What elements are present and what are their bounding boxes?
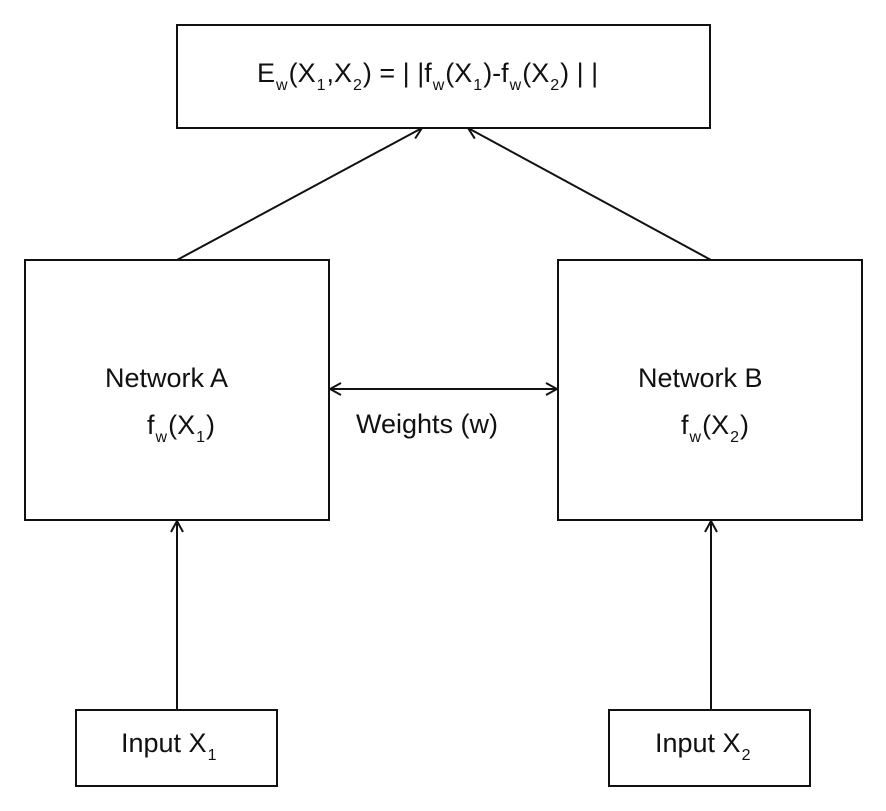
energy-subscript: w <box>276 77 288 94</box>
energy-symbol: E <box>257 58 276 88</box>
energy-formula: Ew(X1,X2) = | |fw(X1)-fw(X2) | | <box>257 58 599 94</box>
function-subscript: 2 <box>730 429 739 446</box>
input-2-label: Input X2 <box>655 728 751 764</box>
function-part: (X <box>168 410 196 440</box>
network-b-function: fw(X2) <box>681 410 749 446</box>
arrow-network-b-to-energy <box>468 128 712 261</box>
formula-subscript: 1 <box>316 77 326 94</box>
network-a-function: fw(X1) <box>147 410 215 446</box>
network-b-box <box>557 259 863 521</box>
input-1-label: Input X1 <box>121 728 217 764</box>
input-2-box <box>608 709 811 787</box>
function-subscript: 1 <box>196 429 205 446</box>
energy-function-box <box>176 24 711 129</box>
input-subscript: 1 <box>207 747 217 764</box>
formula-subscript: 2 <box>550 77 560 94</box>
formula-part: ,X <box>326 58 352 88</box>
network-a-title: Network A <box>105 363 229 393</box>
shared-weights-label: Weights (w) <box>356 409 499 439</box>
network-b-title: Network B <box>638 363 763 393</box>
formula-subscript: 2 <box>353 77 362 94</box>
formula-subscript: w <box>509 77 522 94</box>
formula-part: (X <box>445 58 473 88</box>
formula-subscript: 1 <box>473 77 483 94</box>
input-subscript: 2 <box>741 747 751 764</box>
formula-part: ) | | <box>560 58 599 88</box>
input-1-box <box>75 709 278 787</box>
function-symbol: f <box>681 410 689 440</box>
function-part: (X <box>702 410 730 440</box>
input-label-text: Input X <box>121 728 207 758</box>
network-a-box <box>24 259 330 521</box>
formula-part: ) <box>362 58 372 88</box>
formula-subscript: w <box>432 77 445 94</box>
arrow-network-a-to-energy <box>176 128 422 261</box>
function-part: ) <box>739 410 749 440</box>
formula-part: )-f <box>483 58 509 88</box>
function-symbol: f <box>147 410 155 440</box>
formula-part: (X <box>288 58 316 88</box>
formula-part: (X <box>522 58 550 88</box>
function-part: ) <box>205 410 215 440</box>
function-subscript: w <box>155 429 168 446</box>
function-subscript: w <box>689 429 702 446</box>
formula-part: = | |f <box>371 58 432 88</box>
input-label-text: Input X <box>655 728 741 758</box>
